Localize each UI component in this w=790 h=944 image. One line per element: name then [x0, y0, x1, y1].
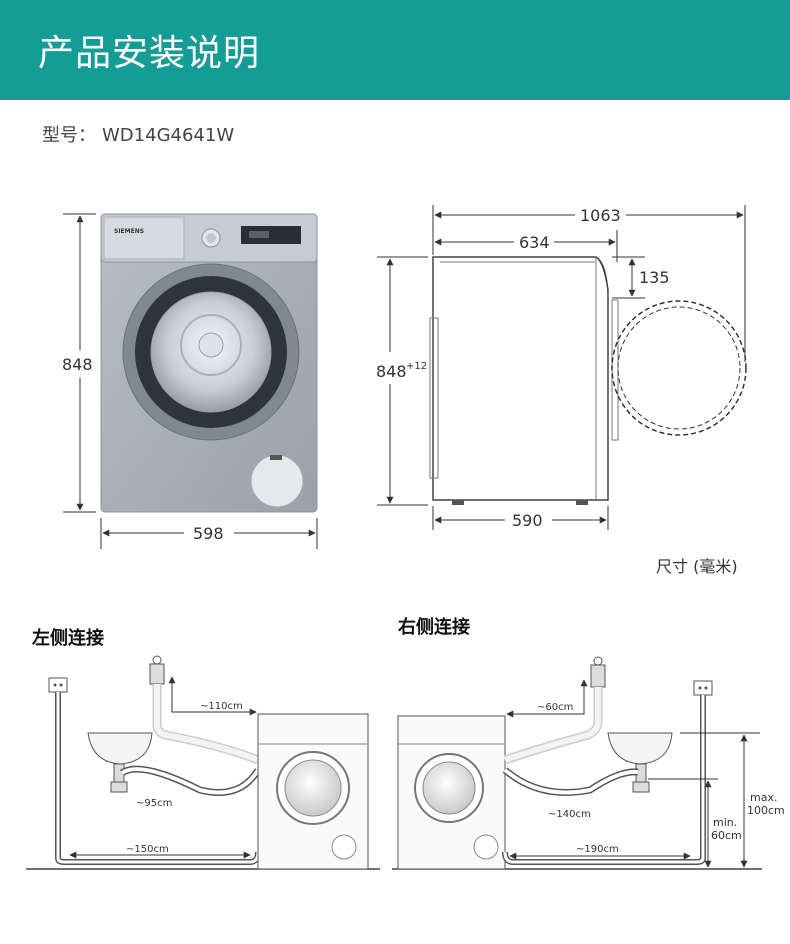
- washer-side-body: [432, 256, 609, 501]
- power-socket-icon: [693, 680, 713, 696]
- side-height-label: 848: [376, 362, 407, 381]
- max-height-value: 100cm: [747, 804, 785, 817]
- front-height-label: 848: [62, 355, 93, 374]
- power-socket-icon: [48, 677, 68, 693]
- unit-note: 尺寸 (毫米): [656, 557, 738, 576]
- detergent-drawer: [103, 216, 185, 260]
- right-connection-title: 右侧连接: [398, 617, 470, 638]
- page-title: 产品安装说明: [38, 33, 261, 74]
- water-tap-icon: [590, 664, 606, 688]
- base-depth-label: 590: [512, 511, 543, 530]
- right-distance-2: ~140cm: [548, 809, 591, 820]
- min-height-value: 60cm: [711, 829, 742, 842]
- service-hatch: [250, 454, 304, 508]
- model-number: WD14G4641W: [102, 125, 235, 146]
- door-offset-label: 135: [639, 268, 670, 287]
- right-distance-1: ~60cm: [537, 702, 573, 713]
- right-connection-diagram: ~60cm ~140cm ~190cm max. 100cm min. 60cm: [392, 656, 785, 870]
- max-height-label: max.: [750, 791, 777, 804]
- page-header: 产品安装说明: [0, 0, 790, 100]
- brand-logo: SIEMENS: [114, 228, 144, 235]
- left-connection-title: 左侧连接: [32, 628, 104, 649]
- water-tap-icon: [149, 663, 165, 685]
- sink-icon: [87, 732, 153, 765]
- body-depth-label: 634: [519, 233, 550, 252]
- min-height-label: min.: [713, 816, 737, 829]
- left-distance-3: ~150cm: [126, 844, 169, 855]
- front-view: SIEMENS 848 598: [62, 213, 318, 549]
- sink-icon: [607, 732, 673, 765]
- model-label: 型号：: [42, 125, 96, 146]
- left-distance-2: ~95cm: [136, 798, 172, 809]
- door-open-arc: [611, 300, 747, 436]
- total-depth-label: 1063: [580, 206, 621, 225]
- side-height-tolerance: +12: [406, 361, 427, 372]
- left-connection-diagram: ~110cm ~95cm ~150cm: [26, 655, 380, 870]
- right-distance-3: ~190cm: [576, 844, 619, 855]
- left-distance-1: ~110cm: [200, 701, 243, 712]
- side-view: 1063 634 135 848 +12 590: [376, 205, 747, 530]
- display-panel: [241, 226, 301, 244]
- model-line: 型号： WD14G4641W: [42, 121, 234, 147]
- front-width-label: 598: [193, 524, 224, 543]
